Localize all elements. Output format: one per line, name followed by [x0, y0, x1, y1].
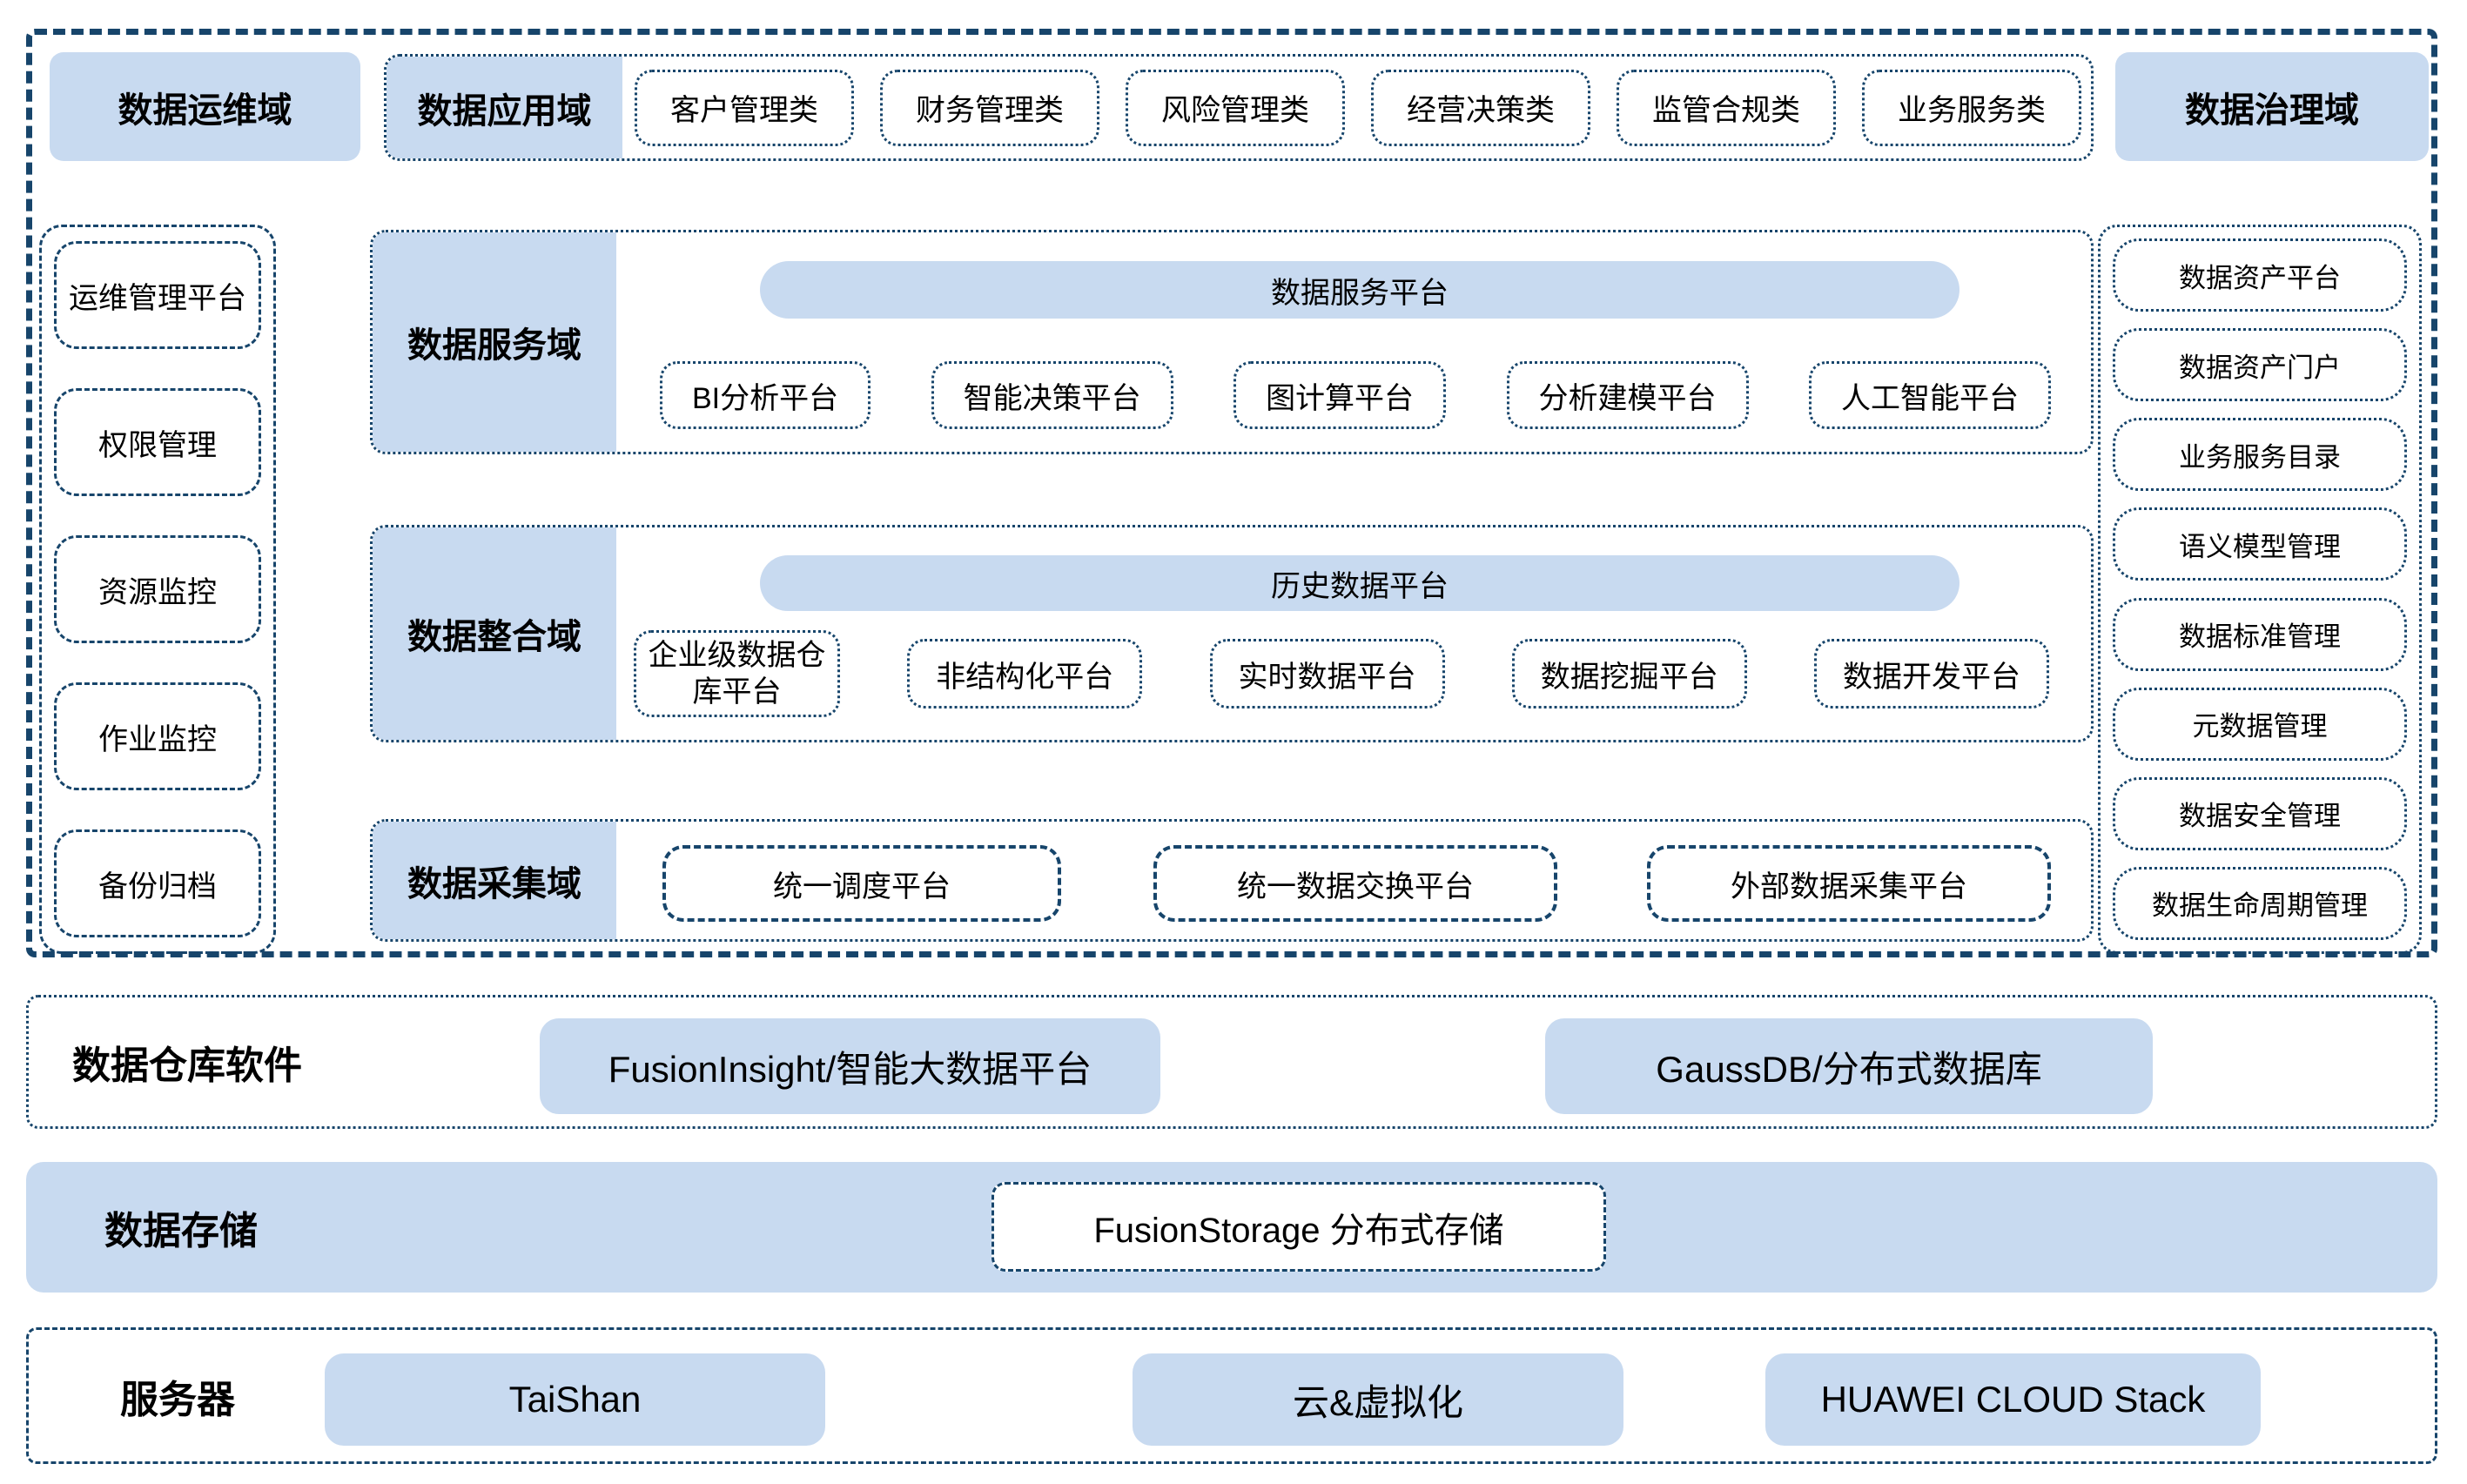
governance-panel-item: 数据安全管理	[2113, 776, 2407, 850]
integration-chip-dev: 数据开发平台	[1814, 639, 2049, 708]
ops-panel-item: 权限管理	[54, 388, 261, 496]
service-domain-section: 数据服务域 数据服务平台 BI分析平台 智能决策平台 图计算平台 分析建模平台 …	[370, 230, 2094, 454]
gaussdb-box: GaussDB/分布式数据库	[1545, 1018, 2153, 1114]
app-chip-risk: 风险管理类	[1126, 69, 1345, 146]
app-chip-decision: 经营决策类	[1371, 69, 1590, 146]
warehouse-software-row: 数据仓库软件 FusionInsight/智能大数据平台 GaussDB/分布式…	[26, 995, 2437, 1129]
collection-domain-label: 数据采集域	[373, 822, 616, 939]
service-platform-bar: 数据服务平台	[760, 261, 1959, 319]
collection-domain-section: 数据采集域 统一调度平台 统一数据交换平台 外部数据采集平台	[370, 819, 2094, 942]
governance-panel-item: 元数据管理	[2113, 687, 2407, 761]
integration-chips: 企业级数据仓库平台 非结构化平台 实时数据平台 数据挖掘平台 数据开发平台	[634, 628, 2049, 719]
taishan-box: TaiShan	[325, 1353, 825, 1446]
cloud-virtualization-box: 云&虚拟化	[1133, 1353, 1623, 1446]
governance-panel-item: 数据生命周期管理	[2113, 866, 2407, 940]
governance-panel-item: 语义模型管理	[2113, 507, 2407, 581]
service-chip-graph: 图计算平台	[1234, 361, 1447, 429]
app-domain-label: 数据应用域	[387, 57, 622, 158]
history-platform-bar: 历史数据平台	[760, 555, 1959, 611]
service-chip-ai: 人工智能平台	[1809, 361, 2051, 429]
governance-domain-box: 数据治理域	[2115, 52, 2429, 161]
app-chip-customer: 客户管理类	[635, 69, 854, 146]
service-chip-decision: 智能决策平台	[931, 361, 1173, 429]
warehouse-software-label: 数据仓库软件	[72, 1044, 302, 1087]
ops-panel-item: 备份归档	[54, 829, 261, 937]
integration-domain-label: 数据整合域	[373, 527, 616, 740]
integration-chip-unstructured: 非结构化平台	[907, 639, 1143, 708]
governance-panel-item: 数据标准管理	[2113, 597, 2407, 671]
huawei-cloud-stack-box: HUAWEI CLOUD Stack	[1765, 1353, 2261, 1446]
integration-chip-mining: 数据挖掘平台	[1511, 639, 1747, 708]
app-chip-business: 业务服务类	[1862, 69, 2081, 146]
main-dashed-frame	[26, 29, 2437, 957]
governance-panel: 数据资产平台 数据资产门户 业务服务目录 语义模型管理 数据标准管理 元数据管理…	[2098, 225, 2422, 954]
service-chip-modeling: 分析建模平台	[1506, 361, 1749, 429]
governance-panel-item: 业务服务目录	[2113, 418, 2407, 492]
integration-chip-realtime: 实时数据平台	[1209, 639, 1445, 708]
collection-chip-exchange: 统一数据交换平台	[1153, 845, 1557, 922]
service-domain-label: 数据服务域	[373, 232, 616, 452]
ops-domain-box: 数据运维域	[50, 52, 360, 161]
governance-panel-item: 数据资产平台	[2113, 238, 2407, 312]
ops-panel: 运维管理平台 权限管理 资源监控 作业监控 备份归档	[39, 225, 276, 954]
app-chip-finance: 财务管理类	[880, 69, 1099, 146]
fusioninsight-box: FusionInsight/智能大数据平台	[540, 1018, 1160, 1114]
app-domain-container: 数据应用域 客户管理类 财务管理类 风险管理类 经营决策类 监管合规类 业务服务…	[384, 54, 2094, 161]
ops-panel-item: 资源监控	[54, 535, 261, 643]
ops-panel-item: 运维管理平台	[54, 241, 261, 349]
storage-label: 数据存储	[104, 1210, 258, 1252]
app-domain-chips: 客户管理类 财务管理类 风险管理类 经营决策类 监管合规类 业务服务类	[622, 57, 2091, 158]
server-label: 服务器	[120, 1378, 235, 1421]
service-chip-bi: BI分析平台	[660, 361, 871, 429]
ops-panel-item: 作业监控	[54, 682, 261, 790]
collection-chip-external: 外部数据采集平台	[1647, 845, 2051, 922]
collection-chip-scheduling: 统一调度平台	[662, 845, 1061, 922]
storage-row: 数据存储 FusionStorage 分布式存储	[26, 1162, 2437, 1293]
integration-domain-section: 数据整合域 历史数据平台 企业级数据仓库平台 非结构化平台 实时数据平台 数据挖…	[370, 525, 2094, 742]
app-chip-compliance: 监管合规类	[1617, 69, 1836, 146]
server-row: 服务器 TaiShan 云&虚拟化 HUAWEI CLOUD Stack	[26, 1327, 2437, 1464]
fusionstorage-box: FusionStorage 分布式存储	[992, 1182, 1606, 1272]
governance-panel-item: 数据资产门户	[2113, 328, 2407, 402]
integration-chip-edw: 企业级数据仓库平台	[634, 630, 840, 717]
service-chips: BI分析平台 智能决策平台 图计算平台 分析建模平台 人工智能平台	[660, 361, 2051, 429]
